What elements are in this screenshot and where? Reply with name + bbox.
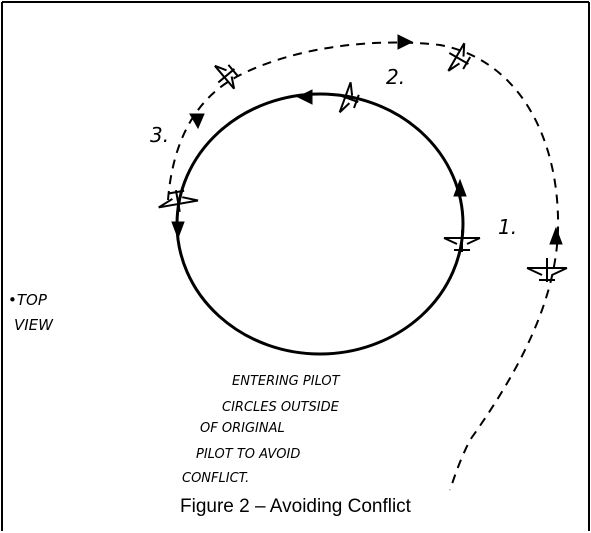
arrow-circle-top (296, 89, 313, 105)
arrow-dashed-top (397, 34, 414, 50)
note-line: CONFLICT. (182, 471, 249, 486)
direction-arrows (171, 34, 563, 245)
aircraft-icon-1 (443, 230, 481, 252)
arrow-circle-right (453, 178, 467, 197)
entering-pilot-path (167, 41, 560, 491)
view-label-line-2: VIEW (14, 316, 54, 334)
note-line: PILOT TO AVOID (196, 447, 300, 462)
label-step-2: 2. (386, 65, 405, 89)
label-step-1: 1. (498, 215, 517, 239)
aircraft-group (158, 42, 568, 282)
note-line: CIRCLES OUTSIDE (222, 400, 340, 415)
view-label-line-1: •TOP (8, 291, 48, 309)
figure-caption: Figure 2 – Avoiding Conflict (180, 496, 411, 517)
aircraft-icon-6 (158, 189, 199, 213)
aircraft-icon-3 (337, 81, 360, 114)
aircraft-icon-2 (526, 258, 568, 282)
explanation-note: ENTERING PILOT CIRCLES OUTSIDE OF ORIGIN… (182, 374, 341, 486)
note-line: OF ORIGINAL (200, 421, 285, 436)
original-pilot-circle (175, 92, 465, 356)
aircraft-icon-5 (214, 64, 239, 90)
note-line: ENTERING PILOT (232, 374, 341, 389)
arrow-circle-left (171, 221, 185, 240)
arrow-dashed-left (189, 113, 205, 130)
arrow-dashed-right (549, 226, 563, 245)
aircraft-icon-4 (447, 42, 472, 72)
label-step-3: 3. (150, 123, 169, 147)
